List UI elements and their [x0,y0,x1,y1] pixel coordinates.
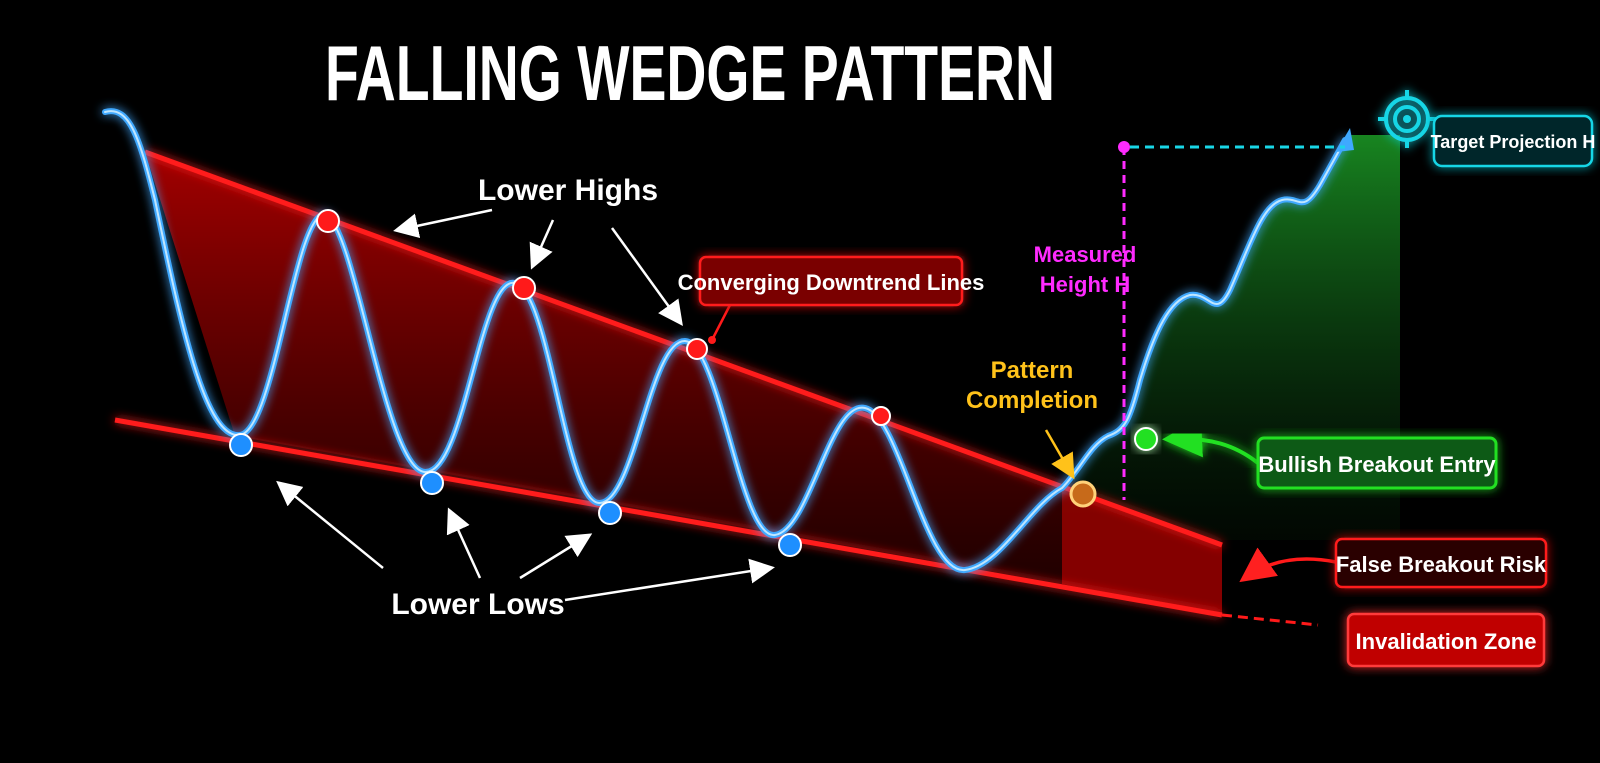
arrow [610,227,683,327]
invalidation-dashed-line [1221,613,1319,627]
false-breakout-label: False Breakout Risk [1336,552,1547,577]
invalidation-zone-badge: Invalidation Zone [1346,612,1546,668]
lower-highs-label: Lower Highs [478,174,658,207]
lower-lows-label: Lower Lows [391,588,564,621]
arrow [276,480,384,569]
arrow [393,208,493,239]
breakout-arrow [1162,417,1260,465]
converging-connector-dot [708,336,716,344]
false-breakout-arrow [1239,547,1337,583]
target-projection-badge: Target Projection H [1431,114,1596,168]
breakout-entry-marker [1134,427,1158,451]
bullish-breakout-label: Bullish Breakout Entry [1258,452,1496,477]
lower-low-marker [778,533,802,557]
lower-high-marker [316,209,340,233]
pattern-completion-label-line2: Completion [966,387,1098,414]
converging-connector [710,304,732,341]
completion-arrow [1044,429,1075,480]
pattern-completion-label-line1: Pattern [991,357,1074,384]
lower-low-marker [420,471,444,495]
lower-trendline [114,417,1223,618]
invalidation-zone-label: Invalidation Zone [1356,629,1537,654]
false-breakout-zone [1062,488,1222,615]
page-title: FALLING WEDGE PATTERN [325,29,1055,117]
pattern-completion-marker [1069,480,1097,508]
arrow [564,558,775,602]
lower-high-marker [686,338,708,360]
measured-height-label-line2: Height H [1040,272,1130,297]
measured-height-label-line1: Measured [1034,242,1137,267]
lower-low-marker [598,501,622,525]
arrow [446,507,482,579]
wedge-area [145,152,1062,584]
lower-high-marker [512,276,536,300]
arrow [529,219,555,270]
converging-lines-badge: Converging Downtrend Lines [678,255,985,307]
price-line-core [104,110,1346,572]
converging-lines-label: Converging Downtrend Lines [678,270,985,295]
measured-height-dot [1118,141,1130,153]
target-projection-label: Target Projection H [1431,132,1596,152]
lower-low-marker [229,433,253,457]
false-breakout-badge: False Breakout Risk [1334,537,1548,589]
arrow [519,533,593,580]
lower-high-marker [871,406,891,426]
bullish-breakout-badge: Bullish Breakout Entry [1256,436,1498,490]
target-icon [1378,90,1436,148]
